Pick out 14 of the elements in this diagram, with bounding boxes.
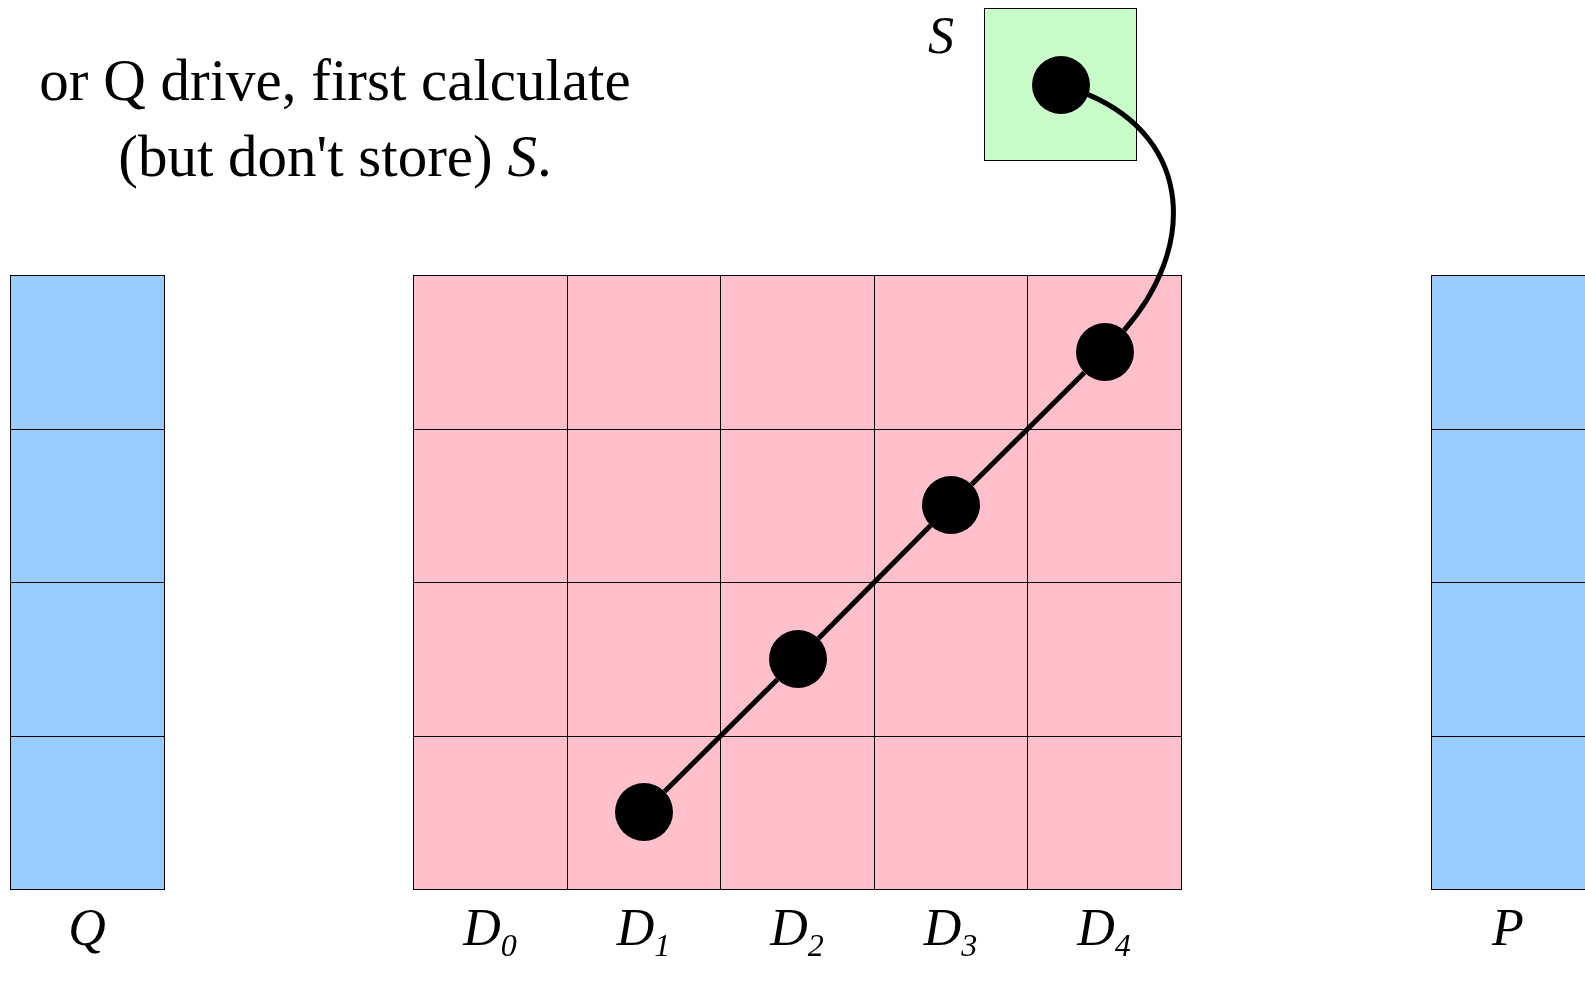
box-label: S <box>928 6 954 66</box>
note-text: or Q drive, first calculate (but don't store) S. <box>38 46 632 191</box>
column-label: D$_{4}$ <box>1075 898 1132 966</box>
column-label: D$_{3}$ <box>922 898 979 966</box>
column-label: P <box>1490 898 1525 958</box>
square-box <box>984 8 1137 161</box>
column-label: D$_{2}$ <box>768 898 825 966</box>
column-label: Q <box>67 898 107 958</box>
connector-line <box>969 370 1087 487</box>
connector-line <box>1086 92 1176 332</box>
connector-line <box>816 523 933 641</box>
connector-line <box>662 677 780 794</box>
column-label: D$_{1}$ <box>615 898 672 966</box>
column-label: D$_{0}$ <box>461 898 518 966</box>
